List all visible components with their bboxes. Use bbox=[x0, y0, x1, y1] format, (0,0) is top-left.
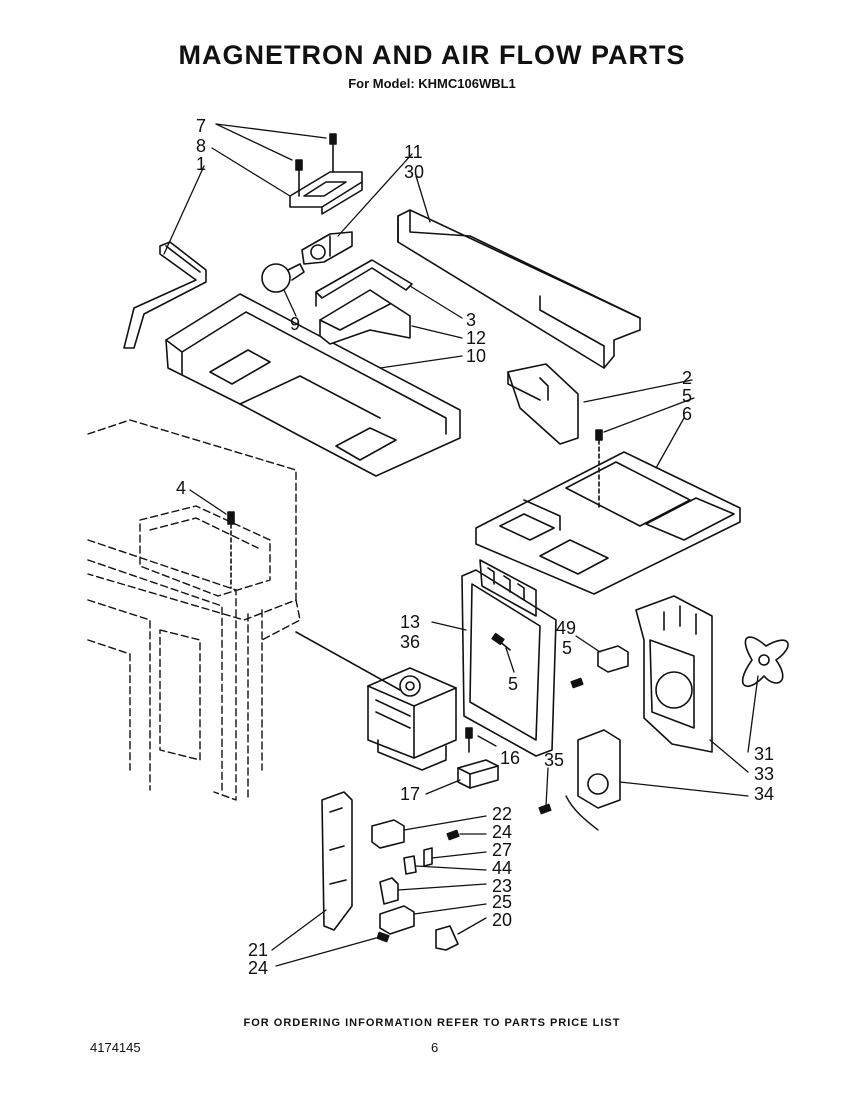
callout-27: 27 bbox=[492, 840, 512, 860]
callout-24-bottom: 24 bbox=[248, 958, 268, 978]
switch-23 bbox=[379, 877, 399, 905]
screw-5c bbox=[570, 677, 584, 689]
callout-12: 12 bbox=[466, 328, 486, 348]
fan-blade bbox=[741, 636, 789, 687]
callout-21: 21 bbox=[248, 940, 268, 960]
callout-10: 10 bbox=[466, 346, 486, 366]
pin-27 bbox=[423, 847, 433, 867]
mounting-bracket bbox=[315, 259, 413, 307]
fan-motor bbox=[565, 729, 621, 831]
callout-1: 1 bbox=[196, 154, 206, 174]
callout-6: 6 bbox=[682, 404, 692, 424]
document-number: 4174145 bbox=[90, 1040, 141, 1055]
waveguide-panel bbox=[461, 559, 557, 757]
page-title: MAGNETRON AND AIR FLOW PARTS bbox=[178, 40, 686, 70]
callout-35: 35 bbox=[544, 750, 564, 770]
callout-7: 7 bbox=[196, 116, 206, 136]
ordering-info-note: FOR ORDERING INFORMATION REFER TO PARTS … bbox=[243, 1017, 621, 1029]
thermal-cutout bbox=[457, 759, 499, 789]
page-number: 6 bbox=[431, 1040, 439, 1055]
callout-5-switch: 5 bbox=[562, 638, 572, 658]
screw-16 bbox=[465, 727, 473, 753]
switch-25 bbox=[379, 905, 415, 935]
switch-49 bbox=[597, 645, 629, 673]
cavity-top-panel bbox=[165, 293, 461, 477]
callout-49: 49 bbox=[556, 618, 576, 638]
clip-44 bbox=[403, 855, 417, 875]
callout-22: 22 bbox=[492, 804, 512, 824]
screw-4 bbox=[227, 511, 235, 589]
callout-31: 31 bbox=[754, 744, 774, 764]
callout-44: 44 bbox=[492, 858, 512, 878]
callout-20: 20 bbox=[492, 910, 512, 930]
actuator-20 bbox=[435, 925, 459, 951]
fan-motor-bracket bbox=[635, 595, 713, 753]
callout-11: 11 bbox=[404, 142, 423, 162]
model-subtitle: For Model: KHMC106WBL1 bbox=[348, 76, 516, 91]
screw-7b bbox=[295, 159, 303, 197]
air-deflector bbox=[507, 363, 579, 445]
lamp-bulb bbox=[261, 263, 305, 293]
callout-9: 9 bbox=[290, 314, 300, 334]
lamp-bracket bbox=[289, 171, 363, 215]
screw-24b bbox=[376, 931, 390, 943]
leader-lines bbox=[163, 123, 759, 967]
callout-5-panel: 5 bbox=[508, 674, 518, 694]
callout-5-top: 5 bbox=[682, 386, 692, 406]
lamp-socket bbox=[301, 231, 353, 265]
callout-17: 17 bbox=[400, 784, 420, 804]
air-baffle bbox=[319, 289, 411, 345]
callout-3: 3 bbox=[466, 310, 476, 330]
callout-24-top: 24 bbox=[492, 822, 512, 842]
callout-25: 25 bbox=[492, 892, 512, 912]
magnetron-mount-plate bbox=[475, 451, 741, 595]
magnetron bbox=[367, 667, 457, 771]
callout-2: 2 bbox=[682, 368, 692, 388]
screw-7a bbox=[329, 133, 337, 173]
callout-8: 8 bbox=[196, 136, 206, 156]
air-duct bbox=[123, 241, 207, 349]
screw-5b bbox=[491, 632, 505, 646]
callout-13: 13 bbox=[400, 612, 420, 632]
callout-labels: 7 8 1 11 30 9 3 12 10 2 5 6 4 13 36 49 5… bbox=[176, 116, 774, 978]
screw-35 bbox=[538, 803, 552, 815]
callout-16: 16 bbox=[500, 748, 520, 768]
screw-5a bbox=[595, 429, 603, 511]
callout-33: 33 bbox=[754, 764, 774, 784]
top-air-guide bbox=[397, 209, 641, 369]
callout-23: 23 bbox=[492, 876, 512, 896]
screw-24a bbox=[446, 829, 460, 841]
callout-4: 4 bbox=[176, 478, 186, 498]
oven-cavity-outline bbox=[87, 419, 301, 801]
callout-36: 36 bbox=[400, 632, 420, 652]
callout-30: 30 bbox=[404, 162, 424, 182]
callout-34: 34 bbox=[754, 784, 774, 804]
magnetron-leader bbox=[295, 631, 401, 691]
switch-22 bbox=[371, 819, 405, 849]
switch-bracket bbox=[321, 791, 353, 931]
